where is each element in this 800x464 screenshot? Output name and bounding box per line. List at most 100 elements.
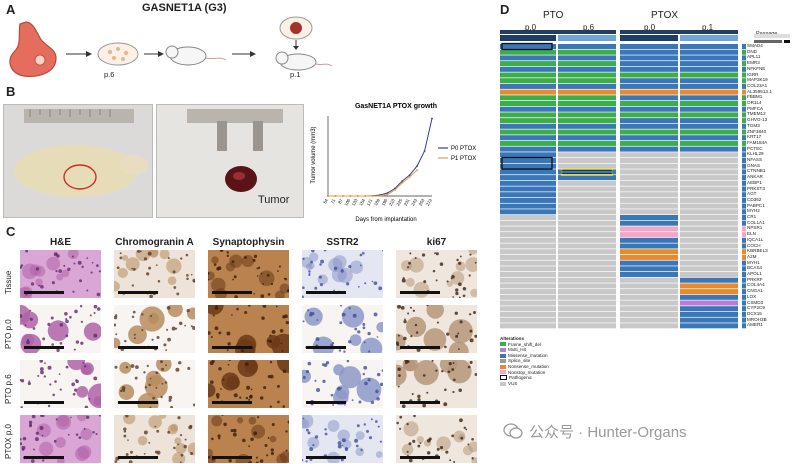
scale-bar xyxy=(400,401,440,404)
panel-a-workflow xyxy=(9,16,333,77)
sidebar-cell xyxy=(742,294,746,300)
heatmap-cell xyxy=(680,61,738,67)
heatmap-cell xyxy=(620,175,678,181)
heatmap-cell xyxy=(558,272,616,278)
gene-label: CR1 xyxy=(747,214,757,219)
data-point xyxy=(401,180,404,182)
heatmap-cell xyxy=(680,226,738,232)
sidebar-cell xyxy=(742,266,746,272)
sidebar-cell xyxy=(742,232,746,238)
sidebar-cell xyxy=(742,89,746,95)
heatmap-cell xyxy=(680,277,738,283)
heatmap-cell xyxy=(620,192,678,198)
ptox-growth-chart: GasNET1A PTOX growth Tumor volume (mm3) … xyxy=(311,103,476,223)
sidebar-cell xyxy=(742,272,746,278)
passage-p6-label: p.6 xyxy=(104,70,115,79)
heatmap-cell xyxy=(620,266,678,272)
data-point xyxy=(371,195,374,197)
heatmap-cell xyxy=(680,306,738,312)
pathogenic-box xyxy=(501,156,553,170)
gene-label: AGT xyxy=(747,191,757,197)
micrograph-tile xyxy=(396,305,477,353)
heatmap-cell xyxy=(500,152,556,158)
legend-swatch xyxy=(500,370,506,375)
gene-label: MYH1 xyxy=(747,259,760,265)
heatmap-cell xyxy=(680,192,738,198)
gene-label: COCH xyxy=(747,242,761,248)
x-tick-label: 273 xyxy=(425,197,433,206)
sidebar-cell xyxy=(742,118,746,124)
heatmap-cell xyxy=(620,118,678,124)
x-tick-label: 87 xyxy=(337,197,344,204)
scale-bar xyxy=(212,291,252,294)
heatmap-cell xyxy=(558,209,616,215)
heatmap-cell xyxy=(500,66,556,72)
gene-label: ELN xyxy=(747,231,756,237)
micrograph-tile xyxy=(208,250,289,298)
heatmap-cell xyxy=(620,140,678,146)
heatmap-cell xyxy=(558,277,616,283)
heatmap-cell xyxy=(620,169,678,175)
scale-bar xyxy=(212,456,252,459)
legend-item: Multi_Hit xyxy=(500,347,549,353)
heatmap-cell xyxy=(500,95,556,101)
heatmap-cell xyxy=(620,311,678,317)
gene-label: DND xyxy=(747,48,757,54)
arrow-icon xyxy=(232,51,256,57)
pto-p6-label: p.6 xyxy=(583,23,595,32)
heatmap-cell xyxy=(680,129,738,135)
stain-column-label: Synaptophysin xyxy=(212,237,285,248)
group-ptox-label: PTOX xyxy=(651,10,679,21)
legend-item: Splice_site xyxy=(500,358,549,364)
heatmap-cell xyxy=(558,186,616,192)
sample-row-label: Tissue xyxy=(4,270,13,294)
legend-swatch xyxy=(500,347,506,352)
x-tick-label: 106 xyxy=(343,197,351,206)
gene-label: AL359513.1 xyxy=(747,88,772,94)
x-tick-label: 243 xyxy=(410,197,418,206)
mouse-tumor-photo xyxy=(3,104,153,218)
x-tick-label: 225 xyxy=(395,197,403,206)
tumor-dish-icon xyxy=(279,16,313,40)
heatmap-cell xyxy=(680,106,738,112)
heatmap-cell xyxy=(500,294,556,300)
heatmap-cell xyxy=(620,243,678,249)
scale-bar xyxy=(24,456,64,459)
heatmap-cell xyxy=(680,140,738,146)
sidebar-cell xyxy=(742,101,746,107)
heatmap-cell xyxy=(558,323,616,329)
gene-label: IGRR xyxy=(747,71,759,77)
heatmap-cell xyxy=(500,289,556,295)
panel-a-label: A xyxy=(6,2,16,17)
heatmap-cell xyxy=(558,55,616,61)
micrograph-tile xyxy=(114,415,195,463)
x-tick-label: 253 xyxy=(418,197,426,206)
heatmap-cell xyxy=(620,254,678,260)
chart-x-label: Days from implantation xyxy=(355,217,416,223)
sidebar-cell xyxy=(742,260,746,266)
data-point xyxy=(386,192,389,194)
passage-header-cell xyxy=(558,35,616,41)
heatmap-cell xyxy=(620,158,678,164)
sidebar-cell xyxy=(742,197,746,203)
heatmap-cell xyxy=(558,152,616,158)
data-point xyxy=(356,195,359,197)
sidebar-cell xyxy=(742,78,746,84)
heatmap-cell xyxy=(558,106,616,112)
stain-column-label: Chromogranin A xyxy=(115,237,194,248)
heatmap-cell xyxy=(558,49,616,55)
gene-label: ANKAR xyxy=(747,174,763,180)
legend-label: P1 PTOX xyxy=(451,156,476,162)
heatmap-cell xyxy=(558,283,616,289)
heatmap-cell xyxy=(500,61,556,67)
gene-label: TGM3 xyxy=(747,122,760,128)
heatmap-cell xyxy=(680,294,738,300)
heatmap-cell xyxy=(620,294,678,300)
pathogenic-box xyxy=(501,42,553,51)
heatmap-cell xyxy=(620,220,678,226)
heatmap-cell xyxy=(500,169,556,175)
heatmap-cell xyxy=(500,220,556,226)
heatmap-cell xyxy=(558,101,616,107)
heatmap-cell xyxy=(680,123,738,129)
heatmap-cell xyxy=(620,215,678,221)
